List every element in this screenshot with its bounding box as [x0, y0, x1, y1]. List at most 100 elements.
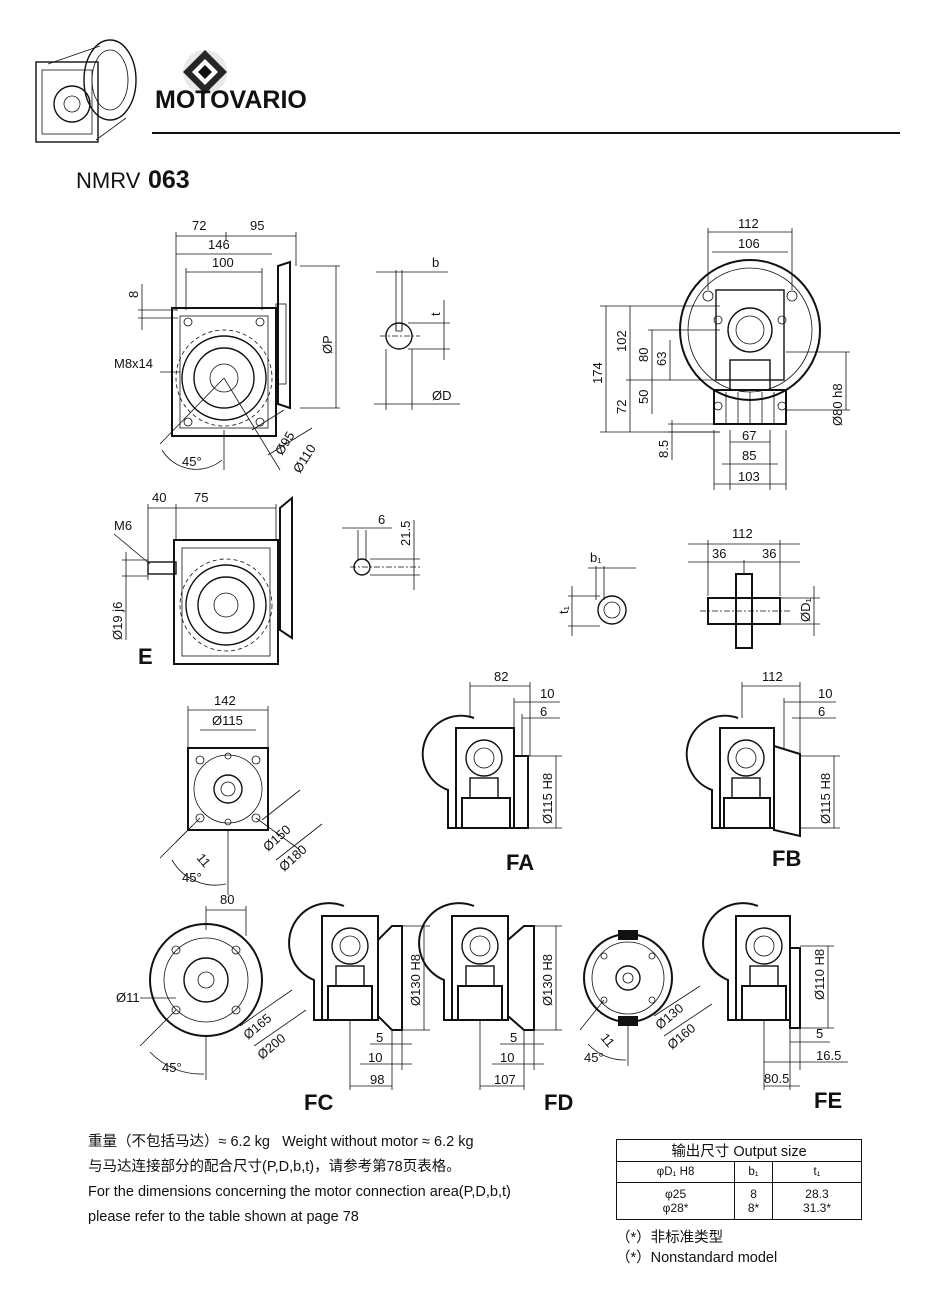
dim-fb-10: 10	[818, 686, 832, 701]
dim-fr-45: 45°	[162, 1060, 182, 1075]
dim-e-75: 75	[194, 490, 208, 505]
dim-top-dp: ØP	[320, 335, 335, 354]
dim-hollow-t1: t₁	[556, 605, 571, 614]
dim-fd-10: 10	[500, 1050, 514, 1065]
dim-side-103: 103	[738, 469, 760, 484]
dim-fa-6: 6	[540, 704, 547, 719]
dim-hollow-112: 112	[732, 526, 753, 541]
view-e: 40 75 M6 Ø19 j6 E	[110, 490, 293, 669]
dim-top-100: 100	[212, 255, 234, 270]
output-table-caption: 输出尺寸 Output size	[616, 1139, 862, 1162]
footnote-en: （*）Nonstandard model	[616, 1250, 778, 1266]
weight-en: Weight without motor ≈ 6.2 kg	[282, 1134, 474, 1150]
brand-logo: MOTOVARIO	[155, 50, 307, 114]
dim-key-b: b	[432, 255, 439, 270]
output-table-header: b₁	[734, 1161, 773, 1183]
dim-top-95: 95	[250, 218, 264, 233]
dim-fa-82: 82	[494, 669, 508, 684]
dim-hollow-36a: 36	[712, 546, 726, 561]
dim-e-40: 40	[152, 490, 166, 505]
dim-side-63: 63	[654, 352, 669, 366]
label-fe: FE	[814, 1088, 842, 1113]
dim-fsq-142: 142	[214, 693, 236, 708]
dim-fsq-150: Ø150	[260, 822, 294, 854]
label-fb: FB	[772, 846, 801, 871]
dim-side-80h8: Ø80 h8	[830, 383, 845, 426]
dim-fsq-180: Ø180	[276, 842, 310, 874]
output-table-header: t₁	[771, 1161, 863, 1183]
dim-side-50: 50	[636, 390, 651, 404]
dim-side-174: 174	[590, 362, 605, 384]
dim-side-112: 112	[738, 216, 759, 231]
label-fd: FD	[544, 1090, 573, 1115]
view-fa: 82 10 6 Ø115 H8 FA	[421, 669, 562, 875]
dim-fb-115h8: Ø115 H8	[818, 773, 833, 824]
dim-top-d110: Ø110	[290, 441, 319, 475]
dim-e-19j6: Ø19 j6	[110, 602, 125, 640]
dim-top-m8: M8x14	[114, 356, 153, 371]
dim-fsq-11: 11	[194, 850, 214, 870]
label-fa: FA	[506, 850, 534, 875]
view-fc: Ø130 H8 5 10 98 FC	[288, 902, 430, 1115]
dim-fc-10: 10	[368, 1050, 382, 1065]
view-fd: Ø130 H8 5 10 107 FD	[418, 902, 573, 1115]
dim-fe-5: 5	[816, 1026, 823, 1041]
dim-side-102: 102	[614, 330, 629, 352]
dim-key-d: ØD	[432, 388, 452, 403]
view-flange-small: 11 45° Ø130 Ø160	[579, 930, 713, 1066]
dim-fc-5: 5	[376, 1030, 383, 1045]
dim-ekey-6: 6	[378, 512, 385, 527]
dim-fd-5: 5	[510, 1030, 517, 1045]
dim-side-80: 80	[636, 348, 651, 362]
view-fb: 112 10 6 Ø115 H8 FB	[685, 669, 840, 871]
dim-fc-130h8: Ø130 H8	[408, 954, 423, 1006]
ref-en-1: For the dimensions concerning the motor …	[88, 1184, 511, 1200]
notes-block: 重量（不包括马达）≈ 6.2 kg Weight without motor ≈…	[88, 1130, 608, 1230]
model-prefix: NMRV	[76, 168, 141, 193]
label-e: E	[138, 644, 153, 669]
model-size: 063	[148, 166, 190, 194]
dim-top-45: 45°	[182, 454, 202, 469]
weight-cn: 重量（不包括马达）≈ 6.2 kg	[88, 1134, 270, 1150]
dim-fe-80-5: 80.5	[764, 1071, 789, 1086]
dim-hollow-b1: b₁	[590, 550, 602, 565]
dim-top-72: 72	[192, 218, 206, 233]
view-flange-round: 80 Ø11 45° Ø165 Ø200	[116, 892, 307, 1080]
dim-fe-16-5: 16.5	[816, 1048, 841, 1063]
dim-ekey-21-5: 21.5	[398, 521, 413, 546]
dim-key-t: t	[428, 312, 443, 316]
dim-fd-107: 107	[494, 1072, 516, 1087]
output-size-table: 输出尺寸 Output size φD₁ H8 b₁ t₁ φ25 φ28* 8…	[615, 1139, 863, 1220]
label-fc: FC	[304, 1090, 333, 1115]
dim-fe-110h8: Ø110 H8	[812, 949, 827, 1000]
dim-fs-45: 45°	[584, 1050, 604, 1065]
table-cell: 28.3 31.3*	[771, 1182, 863, 1220]
ref-cn: 与马达连接部分的配合尺寸(P,D,b,t)，请参考第78页表格。	[88, 1159, 461, 1175]
dim-fsq-45: 45°	[182, 870, 202, 885]
ref-en-2: please refer to the table shown at page …	[88, 1209, 359, 1225]
view-top-front: 72 95 146 100 8 M8x14 ØP 45° Ø95 Ø110	[114, 218, 340, 476]
dim-fa-115h8: Ø115 H8	[540, 773, 555, 824]
table-cell: φ25 φ28*	[615, 1182, 736, 1220]
table-cell: 8 8*	[734, 1182, 773, 1220]
dim-e-m6: M6	[114, 518, 132, 533]
table-row: φ25 φ28* 8 8* 28.3 31.3*	[615, 1182, 863, 1220]
view-side: 112 106 174 102 72 80 63 50 8.5 67 85 10…	[590, 216, 850, 490]
dim-side-67: 67	[742, 428, 756, 443]
view-fe: Ø110 H8 5 16.5 80.5 FE	[702, 902, 848, 1113]
view-hollow-shaft: b₁ t₁ 112 36 36 ØD₁	[556, 526, 820, 649]
dim-top-8: 8	[126, 291, 141, 298]
view-flange-square: 142 Ø115 11 45° Ø150 Ø180	[159, 693, 323, 895]
view-shaft-key: b t ØD	[374, 255, 460, 410]
dim-fr-80: 80	[220, 892, 234, 907]
footnote-cn: （*）非标准类型	[616, 1230, 724, 1246]
dim-top-146: 146	[208, 237, 230, 252]
dim-fd-130h8: Ø130 H8	[540, 954, 555, 1006]
dim-hollow-36b: 36	[762, 546, 776, 561]
dim-hollow-d1: ØD₁	[798, 598, 813, 623]
dim-fb-6: 6	[818, 704, 825, 719]
brand-name: MOTOVARIO	[155, 86, 307, 114]
dim-fsq-115: Ø115	[212, 713, 243, 728]
footnotes: （*）非标准类型 （*）Nonstandard model	[616, 1228, 777, 1268]
